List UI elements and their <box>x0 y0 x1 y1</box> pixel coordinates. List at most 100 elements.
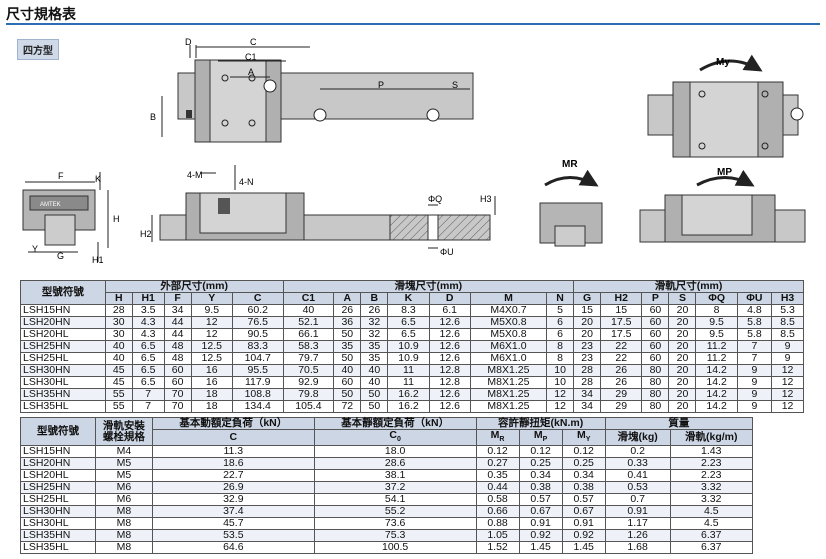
table-cell: 26 <box>600 364 643 377</box>
table-cell: M6X1.0 <box>469 340 548 353</box>
table-cell: 1.17 <box>604 517 671 531</box>
table-cell: 38.1 <box>313 469 477 483</box>
table-cell: 10 <box>546 364 575 377</box>
table-cell: 0.25 <box>518 457 563 471</box>
table-cell: 79.7 <box>282 352 335 365</box>
table-cell: M6 <box>94 481 153 495</box>
table-cell: 50 <box>333 328 362 341</box>
table-cell: 18.6 <box>151 457 315 471</box>
col-header: A <box>333 292 362 305</box>
table-cell: 20 <box>668 352 697 365</box>
table-cell: 0.66 <box>475 505 520 519</box>
table-cell: 52.1 <box>282 316 335 329</box>
table-cell: 6.5 <box>131 364 165 377</box>
table-cell: 3.32 <box>669 481 754 495</box>
table-cell: 20 <box>668 400 697 413</box>
table-cell: 6 <box>546 328 575 341</box>
model-cell: LSH25HN <box>20 340 106 353</box>
col-rail-bolt: 滑軌安裝螺栓規格 <box>94 416 153 447</box>
table-cell: 18.0 <box>313 445 477 459</box>
moment-my-drawing: My <box>647 54 804 158</box>
col-static: 基本靜額定負荷（kN） <box>313 417 477 430</box>
table-cell: 12.6 <box>428 352 471 365</box>
col-header: C <box>231 292 284 305</box>
table-cell: 35 <box>333 340 362 353</box>
table-cell: 0.27 <box>475 457 520 471</box>
table-cell: 70 <box>163 400 192 413</box>
col-mass-rail: 滑軌(kg/m) <box>669 428 754 447</box>
col-header: C1 <box>282 292 335 305</box>
table-cell: 2.23 <box>669 457 754 471</box>
table-cell: 5 <box>546 304 575 317</box>
table-cell: 1.05 <box>475 529 520 543</box>
label-mr: MR <box>562 159 578 170</box>
table-cell: 44 <box>163 316 192 329</box>
table-cell: 10 <box>546 376 575 389</box>
table-cell: M8 <box>94 517 153 531</box>
col-header: ΦU <box>736 292 773 305</box>
moment-mp-drawing: MP <box>639 167 806 243</box>
table-cell: 6.5 <box>131 340 165 353</box>
dim-label-g: G <box>57 251 64 261</box>
table-cell: 0.53 <box>604 481 671 495</box>
group-block: 滑塊尺寸(mm) <box>282 280 575 293</box>
model-cell: LSH15HN <box>20 304 106 317</box>
model-cell: LSH30HL <box>20 517 96 531</box>
table-cell: 6.1 <box>428 304 471 317</box>
table-cell: 2.23 <box>669 469 754 483</box>
dim-label-c1: C1 <box>245 52 257 62</box>
table-cell: 20 <box>668 340 697 353</box>
table-cell: 50 <box>333 352 362 365</box>
table-cell: 12.8 <box>428 376 471 389</box>
table-cell: 8.3 <box>387 304 430 317</box>
table-cell: 92.9 <box>282 376 335 389</box>
dim-label-y: Y <box>32 244 38 254</box>
table-cell: 22 <box>600 340 643 353</box>
table-cell: 0.2 <box>604 445 671 459</box>
table-cell: 29 <box>600 388 643 401</box>
table-cell: 70 <box>163 388 192 401</box>
table-cell: 0.91 <box>518 517 563 531</box>
col-header: K <box>387 292 430 305</box>
table-cell: 26 <box>360 304 389 317</box>
table-cell: 60 <box>641 328 670 341</box>
model-cell: LSH15HN <box>20 445 96 459</box>
dim-label-phiu: ΦU <box>440 247 454 257</box>
table-cell: 73.6 <box>313 517 477 531</box>
table-cell: 8 <box>695 304 738 317</box>
col-header: H <box>104 292 133 305</box>
table-cell: 9 <box>736 376 773 389</box>
dim-label-b: B <box>150 112 156 122</box>
table-cell: 4.5 <box>669 505 754 519</box>
col-mass: 質量 <box>604 417 754 430</box>
table-cell: 20 <box>573 328 602 341</box>
table-cell: 20 <box>668 376 697 389</box>
table-cell: 40 <box>282 304 335 317</box>
table-cell: 60.2 <box>231 304 284 317</box>
table-cell: 15 <box>600 304 643 317</box>
table-cell: 20 <box>668 388 697 401</box>
table-cell: 14.2 <box>695 364 738 377</box>
table-cell: 58.3 <box>282 340 335 353</box>
table-cell: 50 <box>360 388 389 401</box>
col-header: H1 <box>131 292 165 305</box>
table-cell: 76.5 <box>231 316 284 329</box>
table-cell: 12 <box>771 388 804 401</box>
table-cell: 104.7 <box>231 352 284 365</box>
table-cell: 0.67 <box>518 505 563 519</box>
table-cell: 95.5 <box>231 364 284 377</box>
table-cell: M8 <box>94 541 153 555</box>
dim-label-k: K <box>95 174 101 184</box>
dim-label-phiq: ΦQ <box>428 194 442 204</box>
table-cell: 34 <box>573 388 602 401</box>
table-cell: 16 <box>190 364 233 377</box>
col-header: S <box>668 292 697 305</box>
table-cell: 37.2 <box>313 481 477 495</box>
table-cell: 10.9 <box>387 352 430 365</box>
table-cell: 0.91 <box>561 517 606 531</box>
table-cell: 0.38 <box>561 481 606 495</box>
